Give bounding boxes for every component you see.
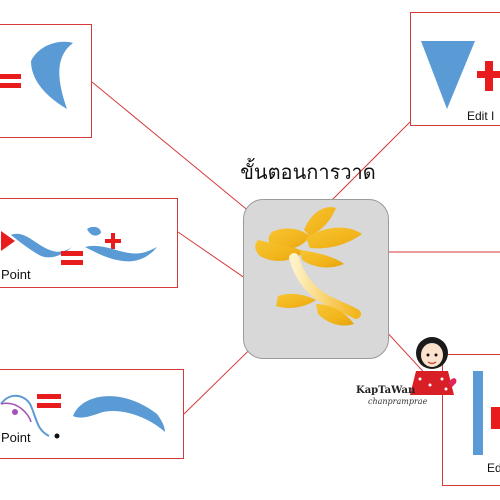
panel-top-right: Edit I [410,12,500,126]
bar-shape [473,371,483,455]
kaptawan-logo: KapTaWan chanpramprae [350,335,460,415]
step-shape-illustration [0,394,165,439]
wave-result-shape [85,245,157,262]
equals-sign [37,394,61,399]
final-drawing-box [243,199,389,359]
cartoon-girl-icon [410,337,457,395]
edit-point-node [54,433,60,439]
step-shape-illustration [421,41,500,109]
diagram-title: ขั้นตอนการวาด [240,160,376,184]
equals-sign [0,74,21,79]
equals-sign [61,251,83,256]
logo-subtitle: chanpramprae [368,397,428,406]
curved-leaf-shape [31,41,73,109]
panel-label: Edit I [467,109,495,123]
small-drop-shape [87,226,101,236]
panel-middle-left: Point [0,198,178,288]
panel-bottom-left: Point [0,369,184,459]
panel-label: Point [1,430,31,445]
connector-top-right [321,121,411,211]
crescent-shape [73,396,165,432]
edit-point-handle [12,409,18,415]
edit-point-curve [0,394,50,437]
panel-label: Ed [487,461,500,475]
panel-top-left [0,24,92,138]
triangle-shape [421,41,475,109]
connector-top-left [91,81,263,223]
panel-label: Point [1,267,31,282]
step-shape-illustration [1,226,157,265]
panel-bottom-right: Ed [442,354,500,486]
wave-shape [11,233,75,258]
golden-flower-drawing [255,207,362,326]
step-shape-illustration [473,371,500,455]
logo-name: KapTaWan [356,385,416,396]
step-shape-illustration [0,41,73,109]
red-arrow-head [1,231,15,251]
